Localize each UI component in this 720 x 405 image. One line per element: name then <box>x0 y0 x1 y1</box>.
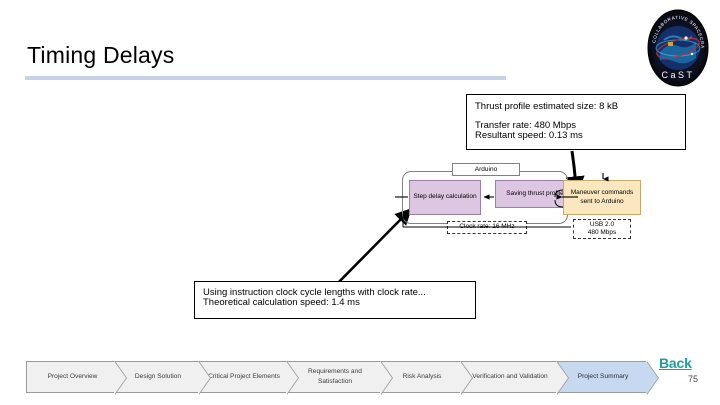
page-title: Timing Delays <box>27 42 175 68</box>
nav-item-requirements-and-satisfaction-label: Requirements and Satisfaction <box>308 368 362 385</box>
callout-line-thrust-size: Thrust profile estimated size: 8 kB <box>475 101 619 112</box>
nav-item-verification-and-validation[interactable]: Verification and Validation <box>460 361 569 395</box>
arduino-group-label: Arduino <box>452 163 520 176</box>
diagram-box-saving-thrust-profile-label: Saving thrust profile <box>506 189 564 197</box>
callout-line-instruction-clock: Using instruction clock cycle lengths wi… <box>203 287 426 298</box>
diagram-note-usb: USB 2.0 480 Mbps <box>573 219 631 239</box>
nav-item-project-summary[interactable]: Project Summary <box>556 361 659 395</box>
diagram-note-clock-rate: Clock rate: 16 MHz <box>447 221 527 234</box>
diagram-note-clock-rate-line-1: Clock rate: 16 MHz <box>459 223 515 231</box>
callout-line-resultant-speed: Resultant speed: 0.13 ms <box>475 129 583 141</box>
callout-line-transfer-rate: Transfer rate: 480 Mbps <box>475 119 577 131</box>
diagram-box-maneuver-commands: Maneuver commands sent to Arduino <box>563 180 641 215</box>
diagram-box-step-delay-label: Step delay calculation <box>413 193 477 201</box>
nav-item-design-solution[interactable]: Design Solution <box>114 361 211 395</box>
nav-item-risk-analysis-label: Risk Analysis <box>402 373 442 381</box>
timing-flow-diagram: Arduino Step delay calculation Saving th… <box>395 155 660 250</box>
title-underline-rule <box>25 76 506 80</box>
diagram-box-step-delay: Step delay calculation <box>409 180 481 215</box>
back-link[interactable]: Back <box>659 355 692 371</box>
callout-line-theoretical-speed: Theoretical calculation speed: 1.4 ms <box>203 296 360 308</box>
callout-theoretical-calculation: Using instruction clock cycle lengths wi… <box>194 281 476 319</box>
nav-item-verification-and-validation-label: Verification and Validation <box>472 373 548 381</box>
nav-item-critical-project-elements[interactable]: Critical Project Elements <box>198 361 299 395</box>
nav-item-project-summary-label: Project Summary <box>577 373 629 381</box>
nav-item-requirements-and-satisfaction[interactable]: Requirements and Satisfaction <box>286 361 393 395</box>
diagram-note-usb-line-1: USB 2.0 <box>589 220 615 228</box>
callout-transfer-stats: Thrust profile estimated size: 8 kB Tran… <box>466 94 686 150</box>
nav-item-project-overview-label: Project Overview <box>47 373 98 381</box>
nav-item-project-overview[interactable]: Project Overview <box>26 361 127 395</box>
breadcrumb[interactable]: Project Overview Design Solution Critica… <box>26 361 659 395</box>
svg-text:CaST: CaST <box>661 70 694 80</box>
diagram-box-maneuver-commands-label: Maneuver commands sent to Arduino <box>570 188 634 205</box>
nav-item-risk-analysis[interactable]: Risk Analysis <box>380 361 473 395</box>
nav-item-critical-project-elements-label: Critical Project Elements <box>208 373 280 381</box>
page-number: 75 <box>688 374 699 384</box>
nav-item-design-solution-label: Design Solution <box>134 373 182 381</box>
diagram-note-usb-line-2: 480 Mbps <box>587 229 617 236</box>
cast-logo: COLLABORATIVE SPACECRAFT TEAM CaST <box>644 4 710 88</box>
